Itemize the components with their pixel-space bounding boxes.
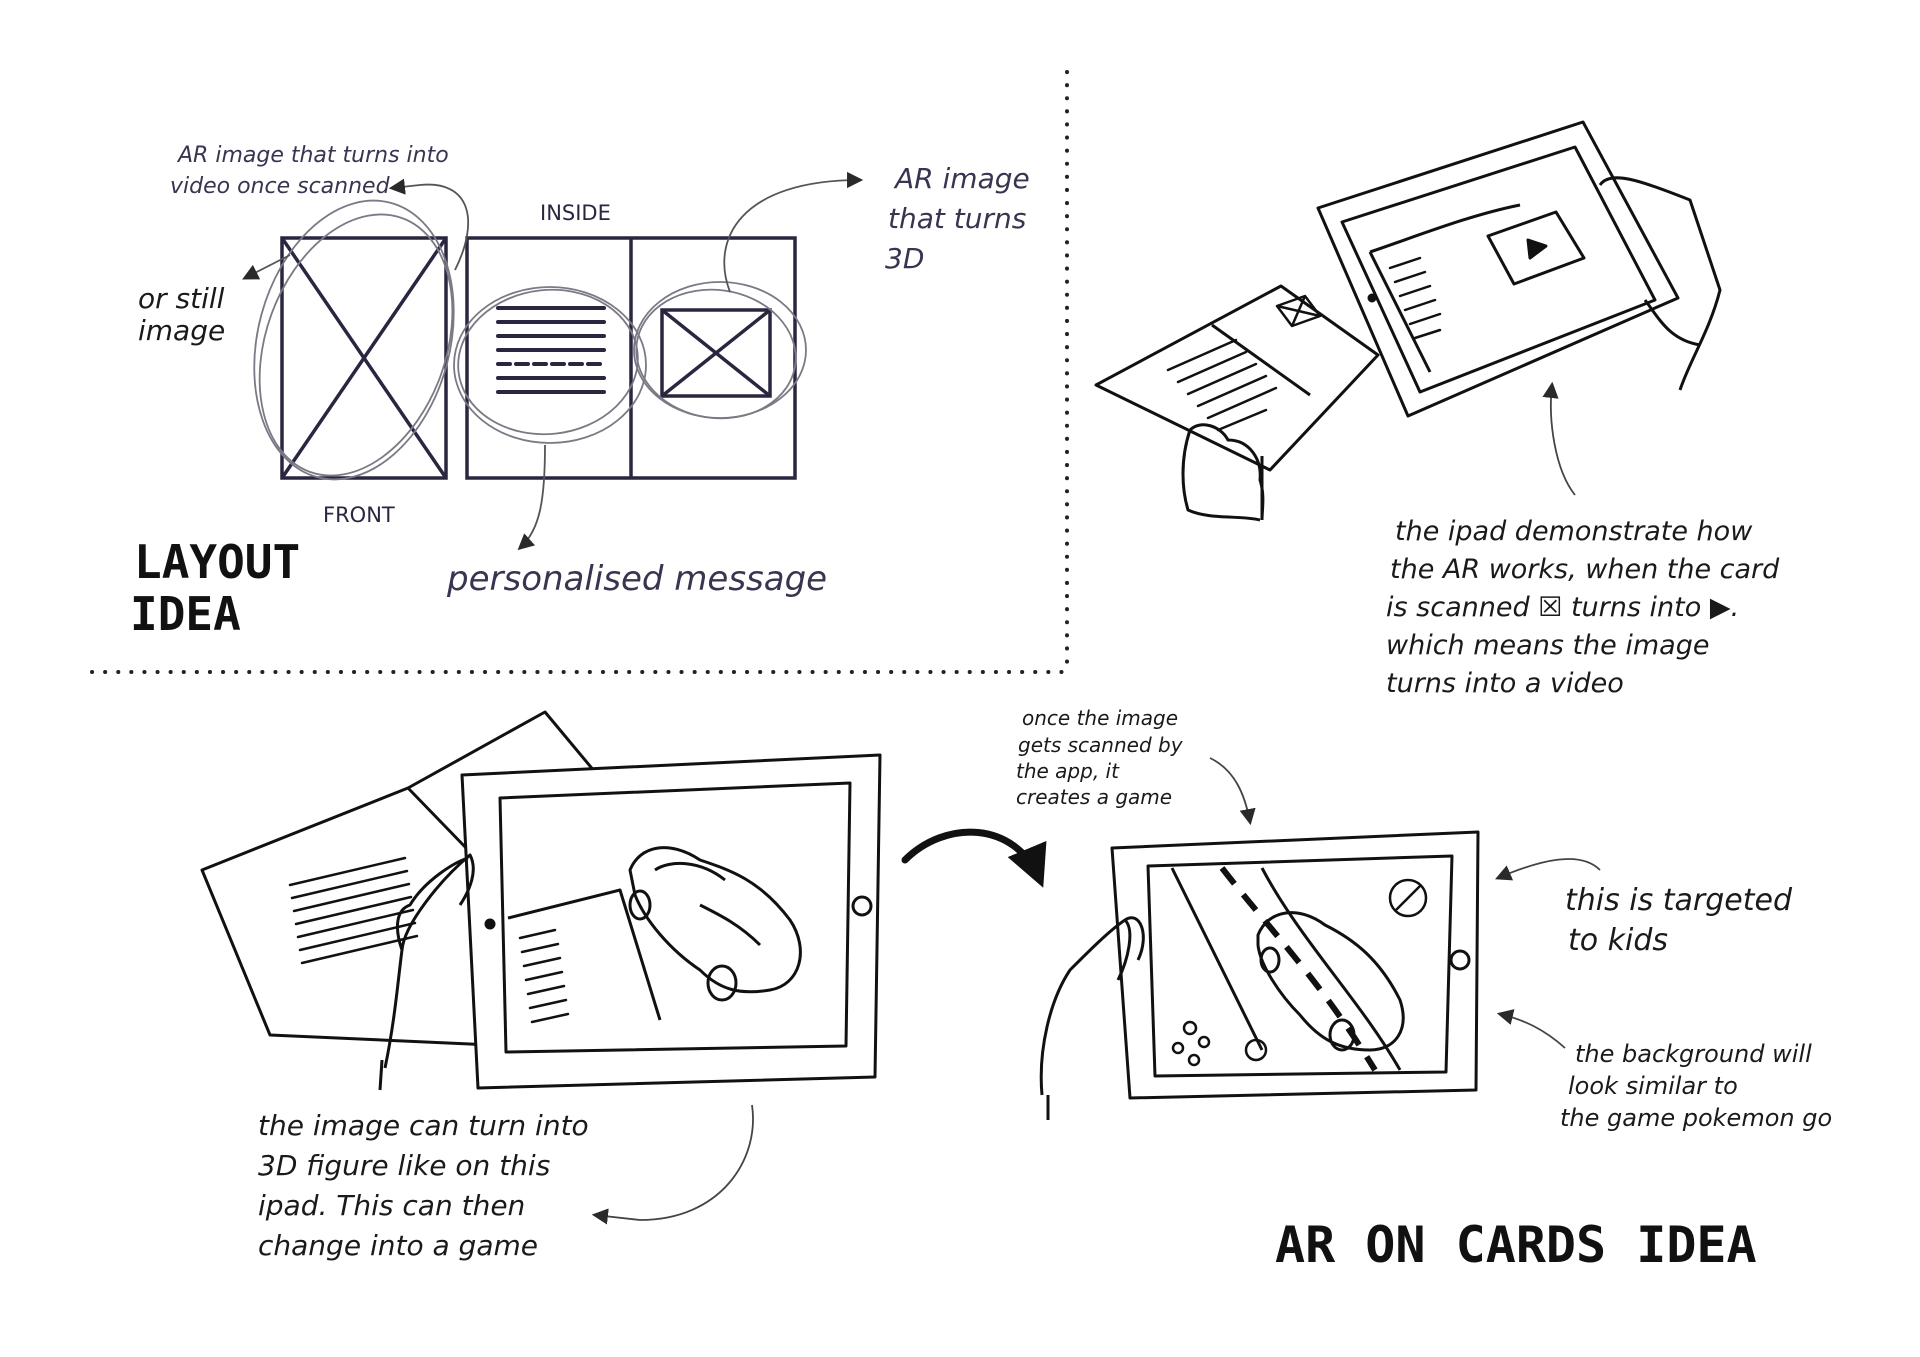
ar-video-note-line2: video once scanned xyxy=(170,174,391,199)
ipad-scan-note: the ipad demonstrate how the AR works, w… xyxy=(1386,516,1780,699)
scan-note-line5: turns into a video xyxy=(1386,668,1624,699)
left-hand-game xyxy=(1039,916,1145,1096)
game-compass xyxy=(1388,878,1428,918)
ipad-tilted xyxy=(1316,120,1680,418)
background-note-line1: the background will xyxy=(1575,1040,1812,1068)
left-hand-front xyxy=(383,853,475,1069)
ar-video-note-line1: AR image that turns into xyxy=(176,143,449,168)
figure-note-line1: the image can turn into xyxy=(258,1109,589,1142)
kids-note: this is targeted to kids xyxy=(1565,883,1793,958)
background-note: the background will look similar to the … xyxy=(1560,1040,1832,1132)
ar-image-box xyxy=(660,308,772,398)
scan-note-line4: which means the image xyxy=(1386,630,1709,661)
scan-note-line1: the ipad demonstrate how xyxy=(1395,516,1753,547)
personalised-message-note: personalised message xyxy=(446,559,827,599)
layout-idea-section: AR image that turns into video once scan… xyxy=(130,143,1030,641)
layout-arrows xyxy=(242,171,864,551)
still-image-note-line1: or still xyxy=(138,282,225,315)
ar-on-cards-title: AR ON CARDS IDEA xyxy=(1275,1216,1757,1274)
car-3d xyxy=(628,846,802,1002)
right-hand-top xyxy=(1598,176,1722,391)
game-ipad-illustration xyxy=(1039,830,1480,1120)
ipad-scan-illustration xyxy=(1094,120,1722,522)
scan-note-line3: is scanned ☒ turns into ▶. xyxy=(1386,592,1739,623)
game-note-line2: gets scanned by xyxy=(1018,733,1184,757)
kids-note-line1: this is targeted xyxy=(1565,883,1793,918)
figure-note-line4: change into a game xyxy=(258,1229,538,1262)
still-image-note-line2: image xyxy=(138,314,225,347)
background-note-line3: the game pokemon go xyxy=(1560,1104,1832,1132)
layout-idea-title-line1: LAYOUT xyxy=(134,535,300,589)
scan-note-line2: the AR works, when the card xyxy=(1390,554,1780,585)
card-sketch xyxy=(1094,284,1380,472)
ar-3d-note-line1: AR image xyxy=(893,162,1030,195)
game-note-line1: once the image xyxy=(1022,706,1178,730)
pencil-ovals xyxy=(253,199,807,481)
layout-idea-title-line2: IDEA xyxy=(130,587,241,641)
game-note-line4: creates a game xyxy=(1016,785,1172,809)
play-box xyxy=(1486,210,1586,286)
background-note-line2: look similar to xyxy=(1568,1072,1738,1100)
ar-3d-note-line2: that turns xyxy=(888,202,1026,235)
ar-3d-note-line3: 3D xyxy=(885,242,924,275)
front-panel xyxy=(280,236,448,480)
book-ipad-3d-illustration xyxy=(200,710,882,1091)
figure-note-line3: ipad. This can then xyxy=(258,1189,525,1222)
3d-figure-note: the image can turn into 3D figure like o… xyxy=(258,1109,589,1262)
game-note-line3: the app, it xyxy=(1016,759,1120,783)
transition-arrow xyxy=(901,828,1047,888)
divider-lines xyxy=(90,70,1069,674)
ipad-front xyxy=(460,753,882,1090)
card-mini-image xyxy=(1275,294,1322,328)
game-car xyxy=(1256,911,1405,1052)
inside-label: INSIDE xyxy=(540,201,611,225)
game-scan-note: once the image gets scanned by the app, … xyxy=(1016,706,1184,809)
inside-panels xyxy=(465,236,797,480)
figure-note-line2: 3D figure like on this xyxy=(258,1149,550,1182)
message-lines xyxy=(496,306,606,394)
ipad-game xyxy=(1110,830,1480,1100)
front-label: FRONT xyxy=(323,503,395,527)
kids-note-line2: to kids xyxy=(1568,923,1668,958)
game-coins xyxy=(1171,1020,1268,1067)
